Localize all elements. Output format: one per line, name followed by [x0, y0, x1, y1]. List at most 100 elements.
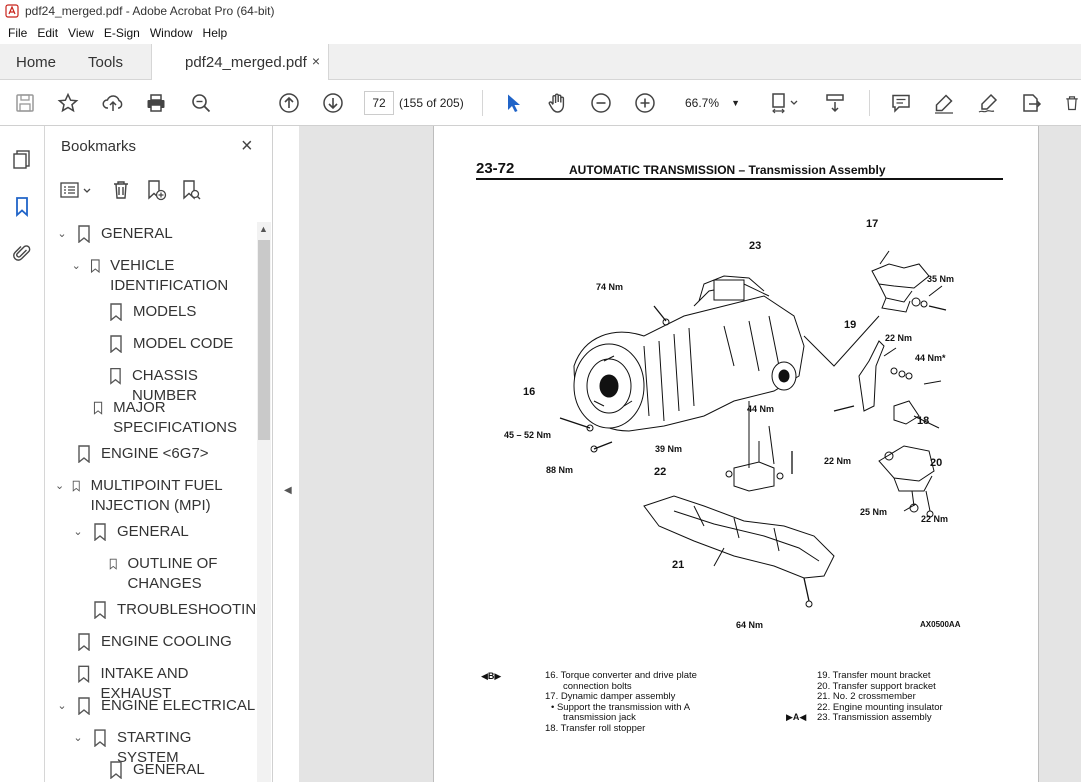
bookmark-item[interactable]: ⌄ STARTING SYSTEM — [71, 728, 257, 768]
callout-74nm: 74 Nm — [596, 282, 624, 292]
legend-mark-a: ▶A◀ — [786, 712, 807, 722]
sign-pen-icon[interactable] — [976, 91, 1000, 115]
bookmark-label: MODELS — [133, 303, 197, 320]
menu-window[interactable]: Window — [149, 26, 193, 40]
bookmarks-title: Bookmarks — [61, 138, 137, 155]
bookmark-icon — [73, 480, 80, 492]
close-panel-icon[interactable]: × — [241, 135, 253, 157]
bookmarks-panel: Bookmarks × ⌄ GENERAL ⌄ VEHICLE IDENTIFI… — [45, 126, 273, 782]
callout-20: 20 — [930, 457, 943, 469]
menu-view[interactable]: View — [68, 26, 94, 40]
callout-39nm: 39 Nm — [655, 444, 683, 454]
chevron-down-icon[interactable]: ⌄ — [55, 480, 65, 492]
menu-file[interactable]: File — [8, 26, 28, 40]
bookmark-label: MODEL CODE — [133, 335, 234, 352]
callout-88nm: 88 Nm — [546, 465, 574, 475]
bookmark-icon — [78, 665, 90, 683]
callout-19: 19 — [844, 319, 857, 331]
tab-tools[interactable]: Tools — [88, 53, 124, 71]
bookmark-item[interactable]: TROUBLESHOOTING — [93, 600, 257, 620]
tab-document[interactable]: pdf24_merged.pdf × — [151, 44, 329, 81]
chevron-down-icon[interactable]: ⌄ — [73, 732, 83, 744]
bookmark-item[interactable]: GENERAL — [109, 760, 205, 780]
print-icon[interactable] — [144, 91, 168, 115]
menu-edit[interactable]: Edit — [37, 26, 59, 40]
panel-collapse-handle[interactable]: ◀ — [273, 126, 299, 782]
bookmark-item[interactable]: CHASSIS NUMBER — [109, 366, 257, 406]
delete-icon[interactable] — [1063, 91, 1081, 115]
bookmark-icon — [78, 633, 90, 651]
zoom-level-select[interactable]: 66.7% ▼ — [676, 91, 746, 115]
star-icon[interactable] — [56, 91, 80, 115]
delete-bookmark-icon[interactable] — [109, 178, 133, 202]
toolbar-divider — [482, 90, 483, 116]
new-bookmark-icon[interactable] — [144, 178, 168, 202]
bookmark-item[interactable]: ⌄ MULTIPOINT FUEL INJECTION (MPI) — [55, 476, 245, 516]
bookmark-item[interactable]: OUTLINE OF CHANGES — [109, 554, 229, 594]
bookmark-label: ENGINE <6G7> — [101, 445, 209, 462]
bookmark-item[interactable]: MODEL CODE — [109, 334, 233, 354]
page-number-input[interactable]: 72 — [364, 91, 394, 115]
bookmark-item[interactable]: ⌄ ENGINE ELECTRICAL — [55, 696, 255, 716]
chevron-down-icon[interactable]: ⌄ — [73, 526, 83, 538]
bookmark-label: GENERAL — [117, 523, 189, 540]
hand-tool-icon[interactable] — [545, 91, 569, 115]
bookmark-item[interactable]: ⌄ GENERAL — [55, 224, 173, 244]
comment-icon[interactable] — [889, 91, 913, 115]
legend-line: 23. Transmission assembly — [817, 712, 932, 723]
page-header: 23-72 AUTOMATIC TRANSMISSION – Transmiss… — [476, 160, 1003, 180]
bookmark-search-icon[interactable] — [179, 178, 203, 202]
bookmark-label: INTAKE AND EXHAUST — [100, 665, 189, 702]
toolbar-divider — [869, 90, 870, 116]
bookmark-icon — [90, 259, 100, 274]
close-tab-icon[interactable]: × — [311, 53, 320, 69]
bookmark-item[interactable]: ⌄ GENERAL — [71, 522, 189, 542]
upload-cloud-icon[interactable] — [101, 91, 125, 115]
scrollbar-thumb[interactable] — [258, 240, 270, 440]
chevron-down-icon[interactable]: ⌄ — [71, 260, 81, 272]
page-count: (155 of 205) — [399, 96, 464, 110]
toolbar: 72 (155 of 205) 66.7% ▼ — [0, 80, 1081, 126]
bookmark-label: STARTING SYSTEM — [116, 729, 192, 766]
chevron-down-icon[interactable]: ⌄ — [57, 228, 67, 240]
bookmark-panel-icon[interactable] — [10, 193, 34, 219]
bookmark-item[interactable]: ⌄ VEHICLE IDENTIFICATION — [71, 256, 251, 296]
highlight-pen-icon[interactable] — [932, 91, 956, 115]
collapse-arrow-icon[interactable]: ◀ — [284, 485, 292, 496]
bookmarks-scrollbar[interactable]: ▲ — [257, 222, 271, 782]
acrobat-icon — [5, 4, 19, 18]
bookmark-icon — [94, 601, 106, 619]
menu-esign[interactable]: E-Sign — [103, 26, 140, 40]
next-page-icon[interactable] — [321, 91, 345, 115]
bookmark-icon — [78, 225, 90, 243]
save-icon[interactable] — [13, 91, 37, 115]
bookmark-item[interactable]: ENGINE <6G7> — [77, 444, 209, 464]
attachment-icon[interactable] — [10, 240, 34, 266]
bookmark-item[interactable]: MODELS — [109, 302, 196, 322]
zoom-in-icon[interactable] — [633, 91, 657, 115]
menu-help[interactable]: Help — [202, 26, 228, 40]
document-viewer[interactable]: 23-72 AUTOMATIC TRANSMISSION – Transmiss… — [299, 126, 1081, 782]
chevron-down-icon[interactable]: ⌄ — [57, 700, 67, 712]
bookmark-label: GENERAL — [133, 761, 205, 778]
export-pdf-icon[interactable] — [1019, 91, 1043, 115]
bookmark-item[interactable]: INTAKE AND EXHAUST — [77, 664, 257, 704]
callout-16: 16 — [523, 386, 536, 398]
zoom-search-icon[interactable] — [189, 91, 213, 115]
scroll-mode-icon[interactable] — [823, 91, 847, 115]
bookmark-icon — [94, 729, 106, 747]
page-thumbnails-icon[interactable] — [10, 146, 34, 172]
bookmark-item[interactable]: ENGINE COOLING — [77, 632, 232, 652]
menu-bar: File Edit View E-Sign Window Help — [0, 22, 1081, 44]
previous-page-icon[interactable] — [277, 91, 301, 115]
tab-home[interactable]: Home — [16, 53, 57, 71]
chevron-down-icon: ▼ — [731, 98, 740, 108]
select-cursor-icon[interactable] — [501, 91, 525, 115]
page-fit-icon[interactable] — [768, 91, 802, 115]
zoom-out-icon[interactable] — [589, 91, 613, 115]
bookmark-options-icon[interactable] — [59, 178, 95, 202]
bookmark-item[interactable]: MAJOR SPECIFICATIONS — [93, 398, 243, 438]
bookmark-label: MULTIPOINT FUEL INJECTION (MPI) — [90, 477, 223, 514]
callout-23: 23 — [749, 240, 762, 252]
scroll-up-icon[interactable]: ▲ — [259, 224, 268, 234]
